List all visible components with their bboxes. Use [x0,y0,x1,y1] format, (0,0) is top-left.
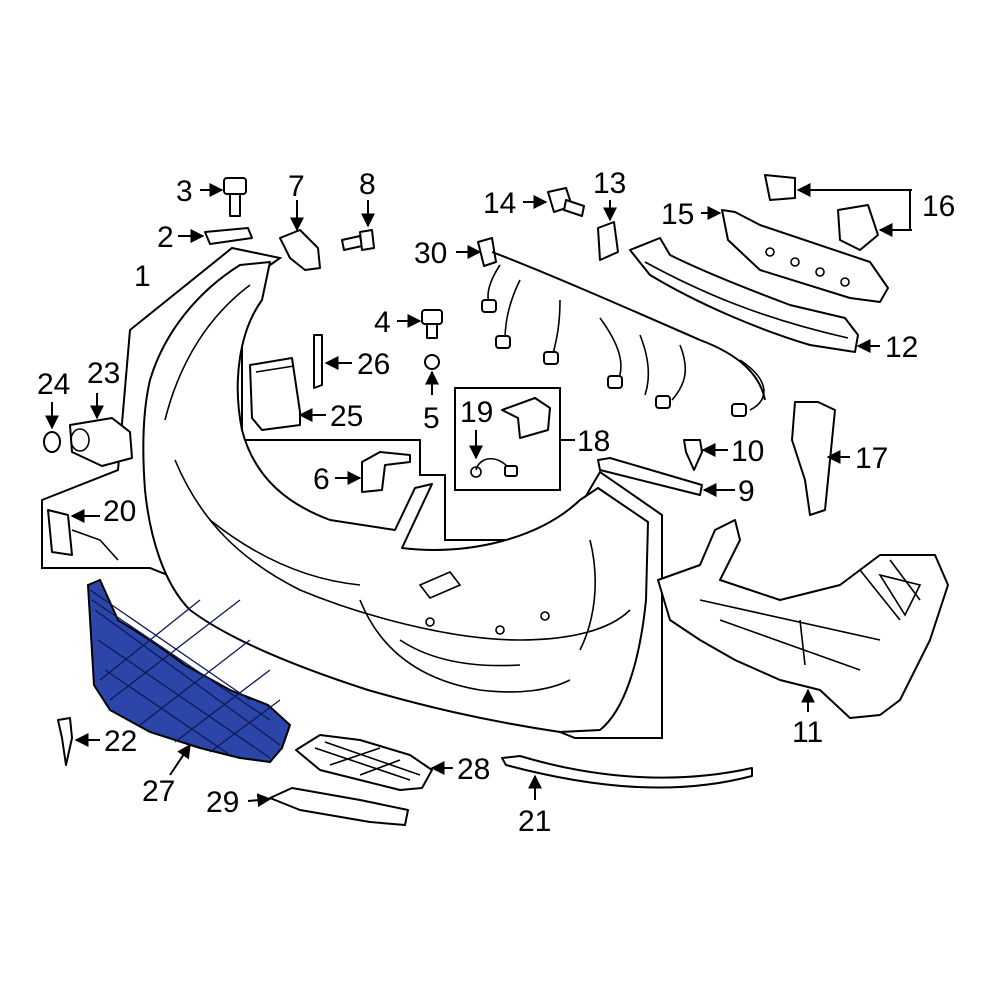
part-9-strip [597,457,703,496]
callout-6: 6 [313,463,330,496]
part-26-bracket [313,334,323,389]
part-4-bolt [421,309,443,339]
callout-20: 20 [103,495,136,528]
part-3-bolt [223,177,247,217]
part-18-bracket [501,397,551,439]
part-13-clip [597,221,619,261]
part-19-cable [470,457,518,478]
part-15-absorber [721,209,889,303]
leader-lines [45,183,912,808]
callout-24: 24 [37,368,70,401]
callout-18: 18 [577,425,610,458]
part-14-bolt [547,187,585,217]
part-30-harness [477,237,766,417]
part-24-seal [43,431,61,453]
part-10-clip [683,439,703,471]
callout-19: 19 [460,396,493,429]
callout-29: 29 [206,786,239,819]
callout-22: 22 [104,725,137,758]
part-23-sensor [69,417,133,467]
part-21-strip [501,755,753,789]
callout-13: 13 [593,167,626,200]
callout-9: 9 [738,475,755,508]
part-11-carrier [657,519,949,719]
part-29-trim [269,787,409,826]
callout-10: 10 [731,435,764,468]
part-6-bracket [361,451,411,493]
callout-26: 26 [357,348,390,381]
part-28-fog-grille [295,734,433,791]
callout-5: 5 [423,402,440,435]
callout-11: 11 [792,716,823,749]
callout-7: 7 [288,170,305,203]
callout-12: 12 [885,331,918,364]
part-8-screw [341,229,375,251]
callout-8: 8 [359,168,376,201]
callout-27: 27 [142,775,175,808]
callout-3: 3 [176,175,193,208]
callout-1: 1 [134,260,151,293]
callout-4: 4 [374,306,391,339]
part-5-washer [424,354,440,370]
part-22-pin [57,717,73,766]
callout-17: 17 [855,442,888,475]
part-7-clip [279,229,321,271]
callout-14: 14 [483,187,516,220]
callout-23: 23 [87,357,120,390]
callout-labels: 1 2 3 4 5 6 7 8 9 10 11 12 13 14 15 16 1… [37,167,955,838]
callout-2: 2 [157,221,174,254]
bumper-cover [142,261,649,733]
part-17-bracket [791,401,836,516]
part-27-grille [86,578,292,764]
callout-16: 16 [922,190,955,223]
callout-15: 15 [661,198,694,231]
part-2-plate [204,227,253,245]
callout-30: 30 [414,237,447,270]
callout-25: 25 [330,400,363,433]
callout-21: 21 [518,805,551,838]
part-25-module [249,357,301,431]
part-20-reflector [47,509,119,561]
part-12-absorber [629,237,859,353]
callout-28: 28 [457,753,490,786]
part-16-clip-a [764,174,796,201]
part-16-clip-b [837,204,879,251]
